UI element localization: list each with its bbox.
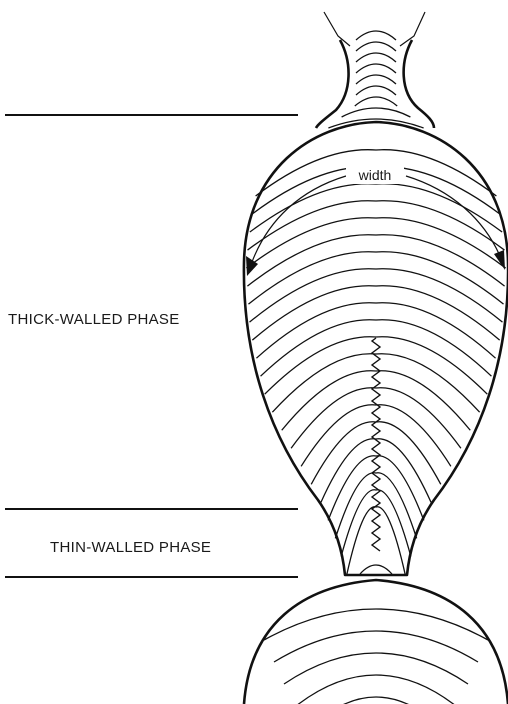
thin-walled-phase-label: THIN-WALLED PHASE [50,539,211,556]
neck-growth-ring [356,42,396,51]
bottom-growth-ring [274,631,478,662]
thick-walled-segment [244,122,508,575]
top-branch-left [324,12,350,46]
bulb-growth-ring [347,507,405,575]
bottom-growth-ring [310,697,442,704]
bulb-growth-ring [301,405,451,467]
thick-walled-phase-label: THICK-WALLED PHASE [8,311,180,328]
width-arrowhead-left [246,256,258,276]
bulb-growth-ring [311,422,441,485]
width-indicator: width [246,164,505,276]
neck-growth-ring [356,31,396,40]
neck-growth-ring [355,97,397,106]
bottom-segment-outline [244,580,508,704]
bottom-cap-ring [360,565,392,574]
bottom-growth-ring [284,653,468,684]
neck-growth-ring [356,53,396,62]
center-suture-zigzag [372,338,380,551]
bottom-growth-ring [296,675,456,704]
bottom-growth-rings [264,565,488,704]
neck-growth-ring [342,108,411,117]
bottom-segment [244,565,508,704]
neck-growth-ring [356,64,396,73]
width-label: width [358,167,392,183]
top-neck-segment [316,12,434,128]
neck-growth-ring [356,86,396,95]
bottom-growth-ring [264,609,488,640]
neck-growth-ring [356,75,396,84]
